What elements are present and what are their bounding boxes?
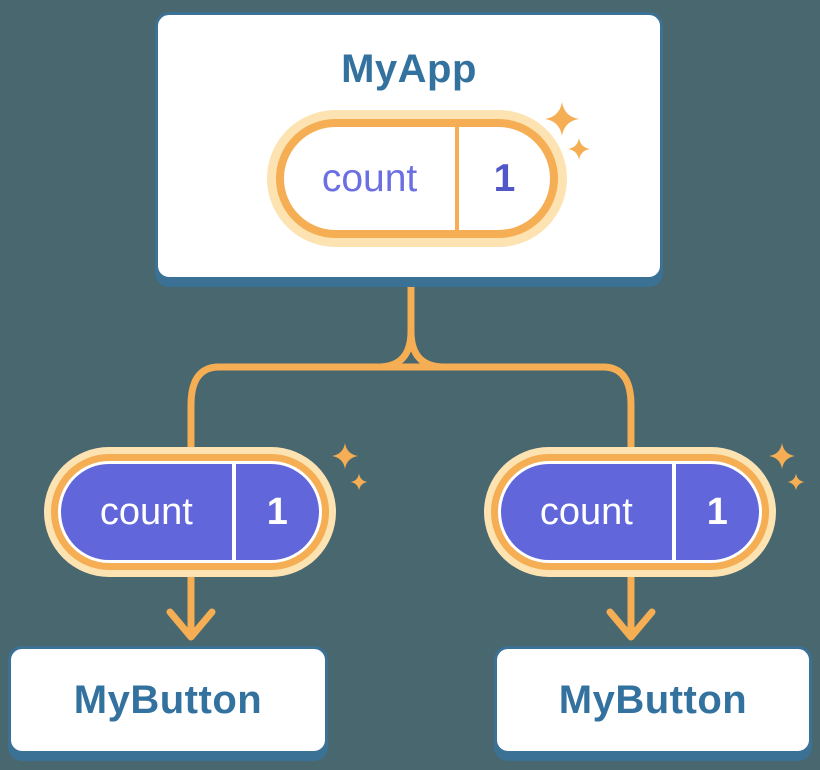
prop-pill-divider	[671, 464, 676, 560]
app-root-title: MyApp	[341, 47, 477, 91]
prop-pill-ring: count 1	[491, 454, 769, 570]
sparkle-icon	[769, 443, 795, 469]
child-card-left: MyButton	[8, 646, 328, 754]
state-pill: count 1	[267, 110, 567, 247]
child-card-title: MyButton	[73, 677, 263, 722]
state-pill-label: count	[321, 156, 418, 200]
child-card-right: MyButton	[494, 646, 812, 754]
prop-pill-right: count 1	[484, 447, 776, 577]
prop-pill-fill: count 1	[61, 464, 319, 560]
arrow-down-icon	[606, 608, 656, 641]
tree-connector-stem-right	[407, 277, 448, 371]
prop-pill-label: count	[539, 490, 633, 533]
arrow-down-icon	[166, 608, 216, 641]
prop-pill-value: 1	[266, 490, 288, 533]
sparkle-icon	[350, 473, 368, 491]
state-pill-value: 1	[493, 156, 516, 200]
state-pill-divider	[455, 127, 460, 230]
prop-pill-label: count	[99, 490, 193, 533]
state-pill-ring: count 1	[276, 119, 558, 238]
prop-pill-ring: count 1	[51, 454, 329, 570]
child-card-title: MyButton	[558, 677, 748, 722]
tree-connector-stem-left	[374, 277, 415, 371]
prop-pill-value: 1	[706, 490, 728, 533]
sparkle-icon	[787, 473, 805, 491]
app-root-card: MyApp count 1	[155, 12, 663, 280]
sparkle-icon	[332, 443, 358, 469]
prop-pill-left: count 1	[44, 447, 336, 577]
prop-pill-fill: count 1	[501, 464, 759, 560]
